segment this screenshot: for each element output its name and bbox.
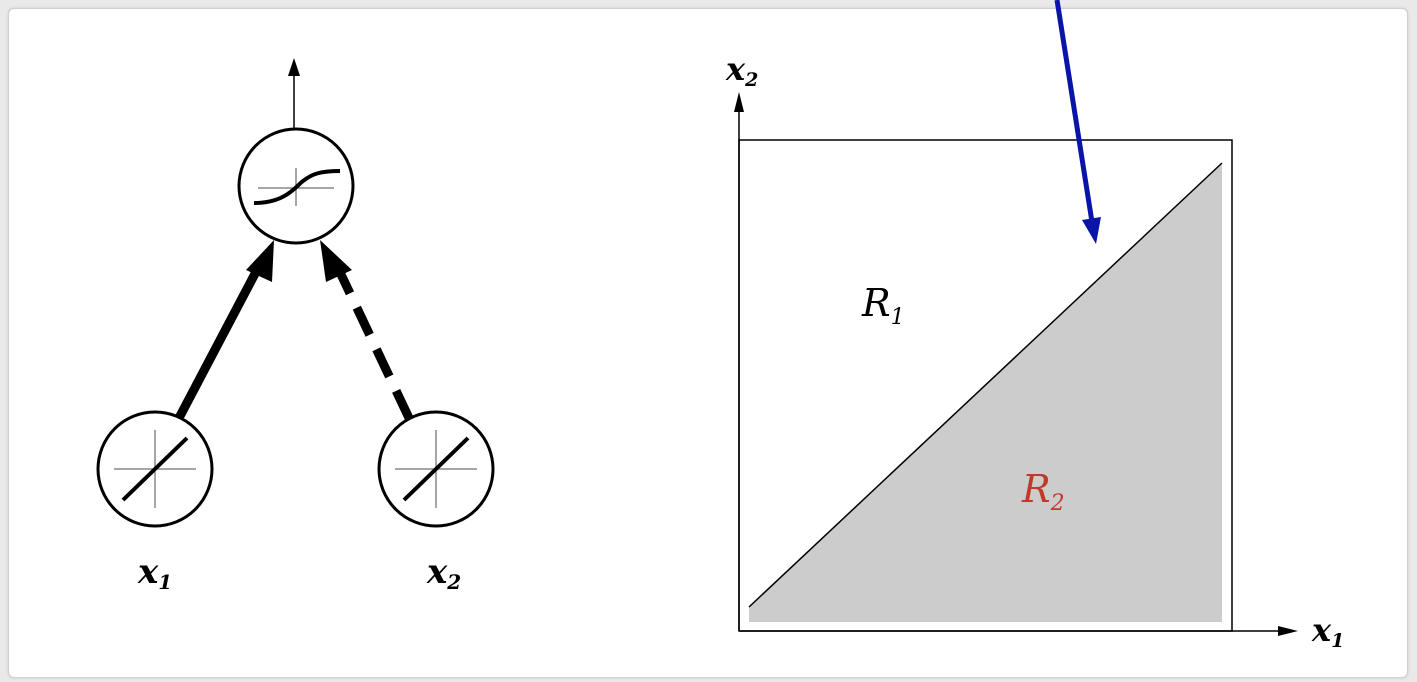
sigmoid-icon — [253, 168, 341, 206]
input-label-x1: x1 — [137, 552, 172, 594]
y-axis — [734, 92, 744, 631]
region-r2-shading — [749, 163, 1222, 622]
linear-icon — [395, 430, 477, 508]
region-label-r2: R2 — [1021, 467, 1065, 516]
network-diagram: x1 x2 — [96, 58, 495, 594]
y-axis-label: x2 — [725, 50, 758, 91]
input-label-x2: x2 — [426, 552, 461, 594]
weight-edge-solid — [174, 240, 274, 423]
output-arrow — [288, 58, 300, 128]
output-node — [237, 127, 355, 245]
decision-boundary — [748, 162, 1223, 608]
linear-icon — [114, 430, 196, 508]
x-axis — [739, 626, 1298, 636]
decision-region-plot: x2 x1 R1 R2 — [725, 0, 1344, 652]
input-node-x2 — [377, 410, 495, 528]
x-axis-label: x1 — [1311, 611, 1344, 652]
weight-edge-dashed — [320, 240, 414, 420]
region-label-r1: R1 — [861, 281, 905, 330]
input-node-x1 — [96, 410, 214, 528]
pointer-arrow — [1054, 0, 1101, 244]
